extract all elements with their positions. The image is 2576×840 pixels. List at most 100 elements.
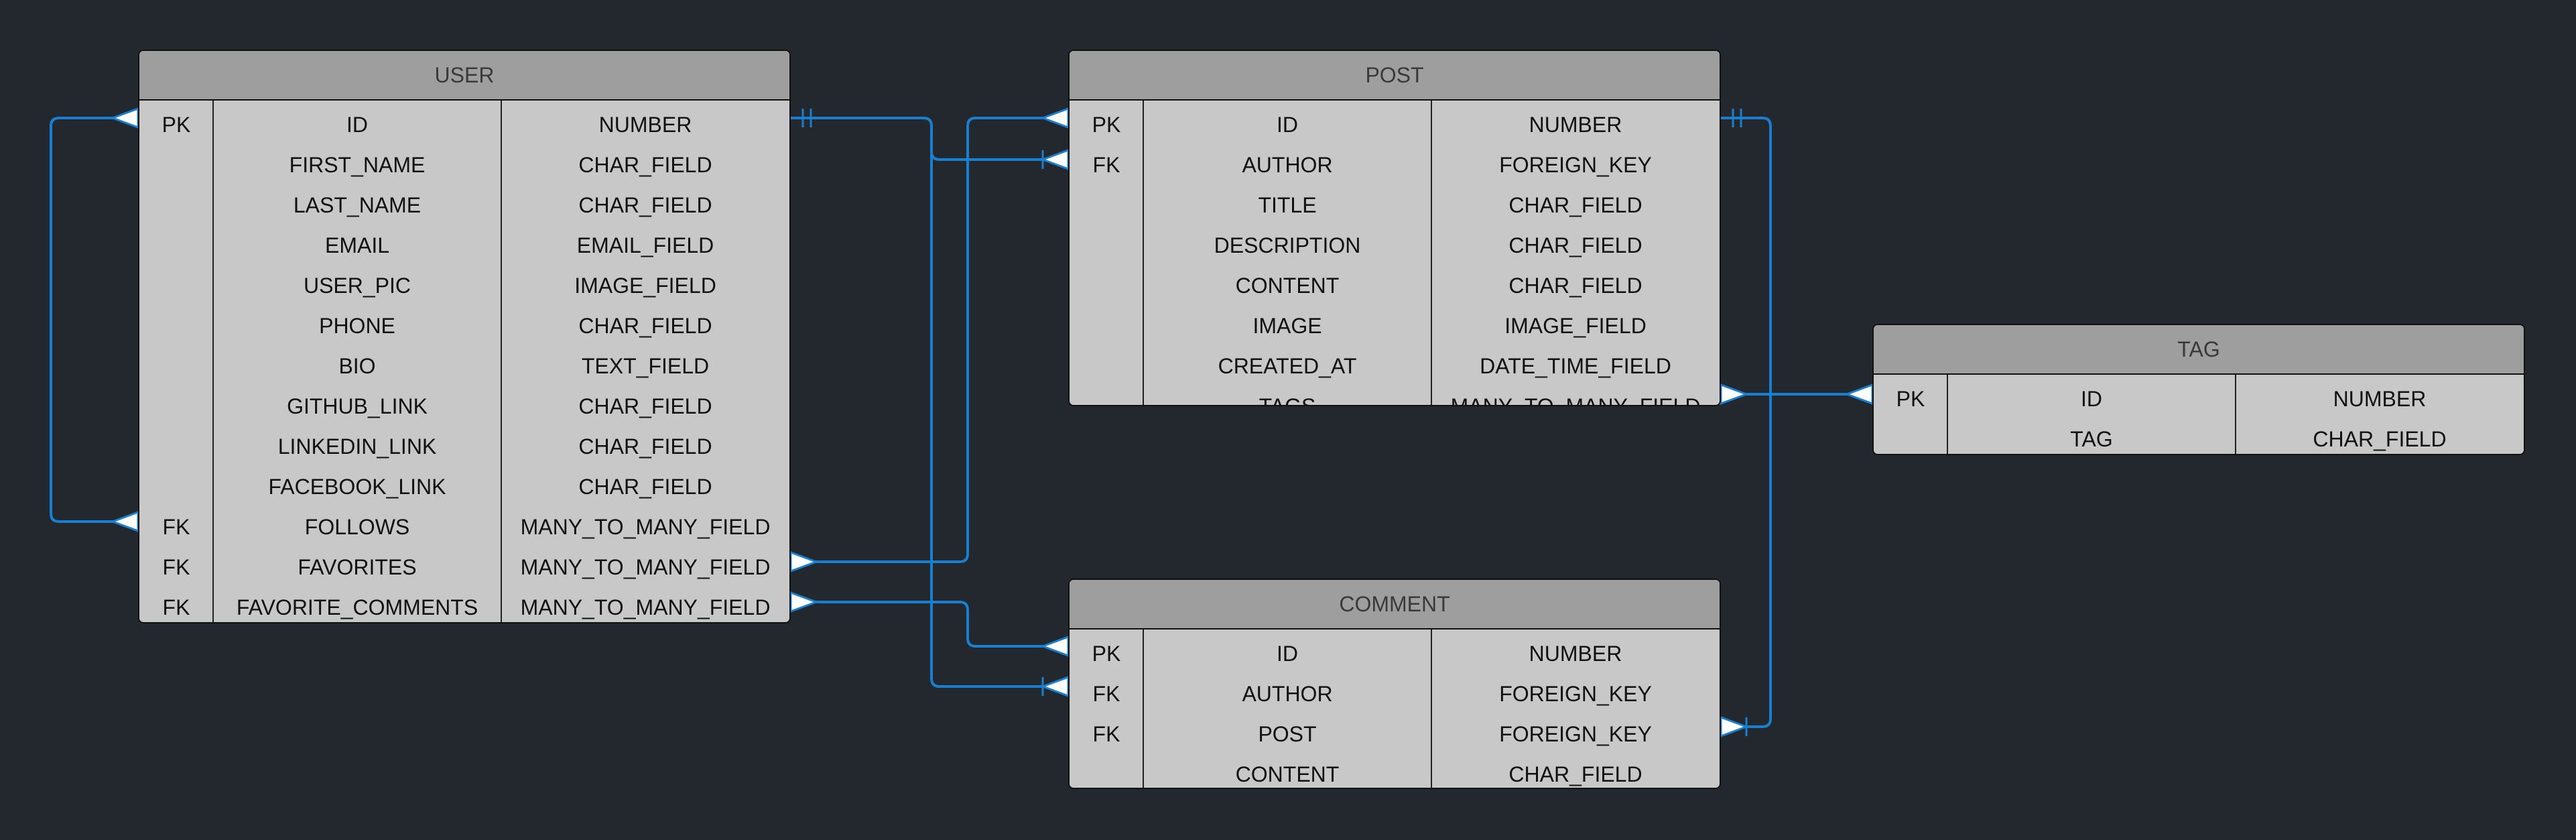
attribute-row[interactable]: FIRST_NAME CHAR_FIELD bbox=[139, 145, 789, 185]
attribute-row[interactable]: DESCRIPTION CHAR_FIELD bbox=[1070, 225, 1720, 265]
attribute-name: EMAIL bbox=[324, 233, 390, 257]
column-divider bbox=[212, 101, 214, 622]
attribute-name: FAVORITE_COMMENTS bbox=[236, 595, 478, 619]
attribute-row[interactable]: GITHUB_LINK CHAR_FIELD bbox=[139, 386, 789, 426]
crowfoot-many-icon bbox=[1720, 715, 1750, 738]
attribute-type: DATE_TIME_FIELD bbox=[1480, 353, 1671, 378]
entity-header: POST bbox=[1070, 51, 1720, 101]
attribute-type: MANY_TO_MANY_FIELD bbox=[520, 514, 771, 539]
attribute-type: FOREIGN_KEY bbox=[1499, 721, 1652, 746]
attribute-name: GITHUB_LINK bbox=[287, 394, 428, 418]
attribute-name: ID bbox=[1277, 112, 1298, 137]
column-divider bbox=[1431, 101, 1432, 405]
attribute-type: CHAR_FIELD bbox=[578, 152, 712, 177]
attribute-name: TAGS bbox=[1259, 394, 1316, 406]
crowfoot-many-icon bbox=[789, 591, 820, 613]
key-cell: FK bbox=[162, 595, 190, 619]
crowfoot-many-icon bbox=[1844, 383, 1874, 406]
column-divider bbox=[1143, 629, 1144, 788]
attribute-type: MANY_TO_MANY_FIELD bbox=[1450, 394, 1701, 406]
attribute-name: LAST_NAME bbox=[293, 192, 422, 217]
attribute-row[interactable]: PK ID NUMBER bbox=[1874, 379, 2524, 419]
entity-rows: PK ID NUMBER TAG CHAR_FIELD bbox=[1874, 375, 2524, 454]
attribute-name: CREATED_AT bbox=[1218, 353, 1357, 378]
key-cell: FK bbox=[1092, 681, 1120, 706]
key-cell: FK bbox=[162, 554, 190, 579]
attribute-name: FIRST_NAME bbox=[289, 152, 426, 177]
link-post-comment bbox=[1721, 117, 1772, 728]
attribute-type: CHAR_FIELD bbox=[1508, 762, 1643, 786]
attribute-row[interactable]: EMAIL EMAIL_FIELD bbox=[139, 225, 789, 265]
crowfoot-many-icon bbox=[1039, 148, 1070, 171]
attribute-type: CHAR_FIELD bbox=[1508, 273, 1643, 298]
attribute-name: LINKEDIN_LINK bbox=[277, 434, 437, 459]
attribute-type: NUMBER bbox=[1529, 641, 1622, 666]
attribute-type: CHAR_FIELD bbox=[578, 394, 712, 418]
link-user-comment-author bbox=[930, 154, 1068, 688]
attribute-type: CHAR_FIELD bbox=[1508, 233, 1643, 257]
key-cell: FK bbox=[1092, 152, 1120, 177]
attribute-type: MANY_TO_MANY_FIELD bbox=[520, 554, 771, 579]
attribute-name: CONTENT bbox=[1235, 762, 1340, 786]
crowfoot-many-icon bbox=[109, 510, 139, 533]
crowfoot-many-icon bbox=[1039, 675, 1070, 698]
key-cell: PK bbox=[1896, 386, 1925, 411]
attribute-row[interactable]: CONTENT CHAR_FIELD bbox=[1070, 754, 1720, 788]
key-cell: PK bbox=[162, 112, 191, 137]
entity-header: TAG bbox=[1874, 325, 2524, 375]
attribute-type: NUMBER bbox=[2333, 386, 2427, 411]
attribute-name: DESCRIPTION bbox=[1214, 233, 1361, 257]
attribute-name: CONTENT bbox=[1235, 273, 1340, 298]
attribute-row[interactable]: CONTENT CHAR_FIELD bbox=[1070, 265, 1720, 306]
attribute-type: CHAR_FIELD bbox=[1508, 192, 1643, 217]
link-user-favorite-comments bbox=[791, 601, 1068, 648]
attribute-name: TITLE bbox=[1258, 192, 1317, 217]
column-divider bbox=[2235, 375, 2236, 454]
attribute-row[interactable]: PK ID NUMBER bbox=[1070, 105, 1720, 145]
attribute-name: BIO bbox=[338, 353, 376, 378]
key-cell: PK bbox=[1092, 641, 1121, 666]
attribute-row[interactable]: TAG CHAR_FIELD bbox=[1874, 419, 2524, 454]
attribute-type: EMAIL_FIELD bbox=[576, 233, 714, 257]
attribute-name: ID bbox=[2081, 386, 2102, 411]
crowfoot-many-icon bbox=[1039, 635, 1070, 658]
attribute-row[interactable]: CREATED_AT DATE_TIME_FIELD bbox=[1070, 346, 1720, 386]
attribute-name: TAG bbox=[2070, 426, 2113, 451]
key-cell: FK bbox=[162, 514, 190, 539]
attribute-type: MANY_TO_MANY_FIELD bbox=[520, 595, 771, 619]
attribute-type: IMAGE_FIELD bbox=[574, 273, 716, 298]
entity-tag[interactable]: TAG PK ID NUMBER TAG CHAR_FIELD bbox=[1872, 324, 2525, 455]
attribute-row[interactable]: TAGS MANY_TO_MANY_FIELD bbox=[1070, 386, 1720, 406]
attribute-name: FACEBOOK_LINK bbox=[268, 474, 446, 499]
attribute-row[interactable]: FK FAVORITE_COMMENTS MANY_TO_MANY_FIELD bbox=[139, 587, 789, 622]
crowfoot-many-icon bbox=[1720, 383, 1750, 406]
entity-header: COMMENT bbox=[1070, 580, 1720, 629]
attribute-row[interactable]: TITLE CHAR_FIELD bbox=[1070, 185, 1720, 225]
attribute-type: CHAR_FIELD bbox=[2313, 426, 2447, 451]
column-divider bbox=[1947, 375, 1948, 454]
key-cell: PK bbox=[1092, 112, 1121, 137]
attribute-type: CHAR_FIELD bbox=[578, 434, 712, 459]
attribute-type: CHAR_FIELD bbox=[578, 313, 712, 338]
attribute-type: NUMBER bbox=[1529, 112, 1622, 137]
attribute-row[interactable]: LINKEDIN_LINK CHAR_FIELD bbox=[139, 426, 789, 467]
crowfoot-many-icon bbox=[109, 107, 139, 129]
